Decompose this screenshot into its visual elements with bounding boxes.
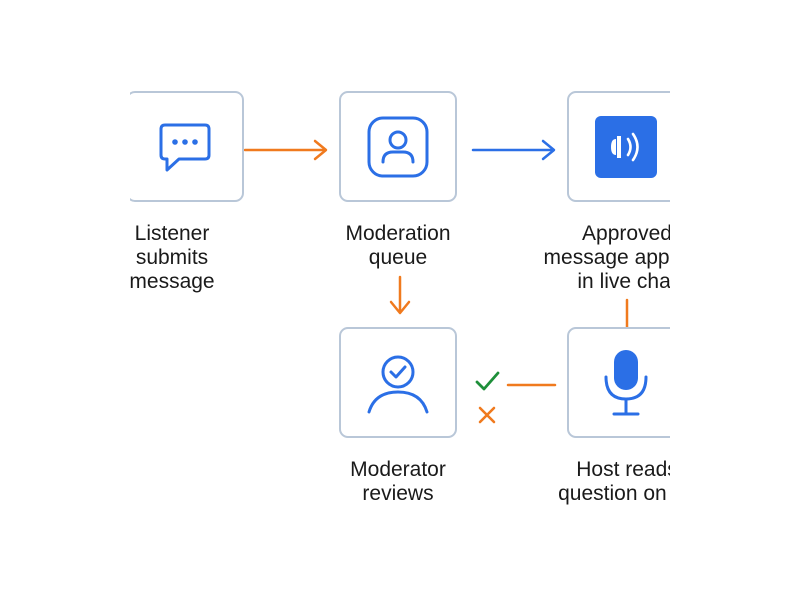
node-host-reads xyxy=(567,327,670,438)
audio-app-icon xyxy=(595,115,657,178)
arrow-submit-to-queue xyxy=(243,139,328,161)
label-moderator-reviews: Moderator reviews xyxy=(350,458,446,505)
chat-bubble-icon xyxy=(159,123,211,171)
label-host-reads: Host reads question on air xyxy=(558,458,670,505)
node-approved-message xyxy=(567,91,670,202)
label-approved-message: Approved message appears in live chat xyxy=(543,222,670,293)
label-listener-submits: Listener submits message xyxy=(130,222,215,293)
approve-check-icon xyxy=(475,371,500,391)
diagram-viewport: Listener submits message Moderation queu… xyxy=(130,0,670,600)
arrow-layer xyxy=(243,139,629,424)
user-square-icon xyxy=(367,116,429,177)
node-moderation-queue xyxy=(339,91,457,202)
node-moderator-reviews xyxy=(339,327,457,438)
label-moderation-queue: Moderation queue xyxy=(345,222,451,269)
arrow-queue-to-review xyxy=(389,275,411,315)
reject-x-icon xyxy=(478,406,496,424)
microphone-icon xyxy=(604,349,648,415)
node-listener-submits xyxy=(130,91,244,202)
user-check-icon xyxy=(367,355,429,413)
arrow-queue-to-approved xyxy=(471,139,556,161)
